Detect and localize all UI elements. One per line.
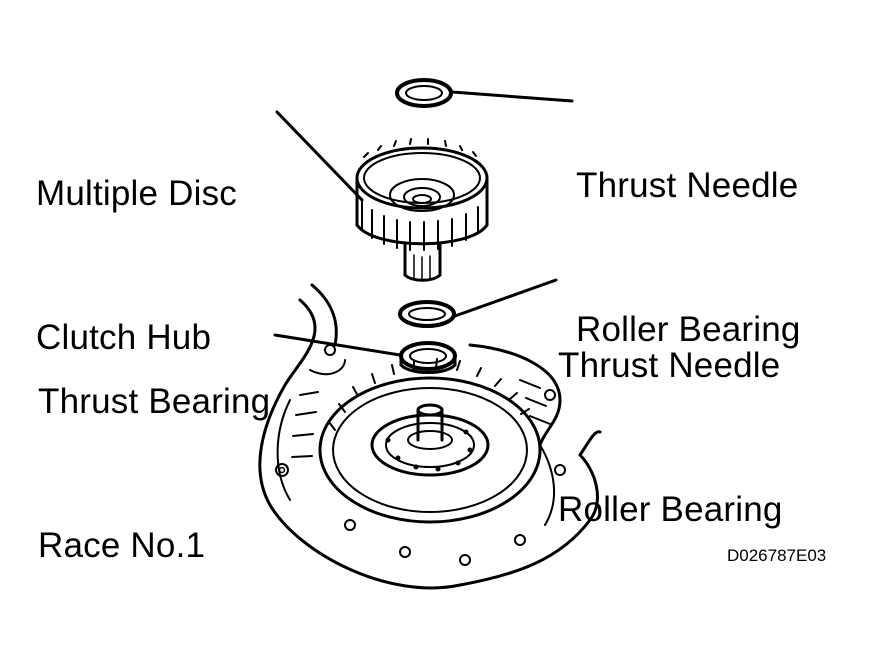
leader-line-lower-bearing	[453, 278, 558, 318]
label-lower-bearing-line2: Roller Bearing	[558, 490, 783, 529]
label-lower-bearing: Thrust Needle Roller Bearing	[558, 246, 783, 582]
label-upper-bearing: Thrust Needle Roller Bearing	[576, 66, 801, 402]
label-race: Thrust Bearing Race No.1	[38, 282, 270, 618]
lower-thrust-needle-bearing	[398, 300, 456, 328]
label-race-line1: Thrust Bearing	[38, 382, 271, 421]
clutch-hub	[355, 138, 489, 282]
label-race-line2: Race No.1	[38, 526, 206, 565]
ring-gear	[318, 358, 542, 524]
label-clutch-hub-line2: Clutch Hub	[36, 318, 212, 357]
center-shaft	[407, 403, 453, 450]
transmission-case	[258, 283, 602, 590]
figure-code: D026787E03	[727, 546, 827, 565]
label-upper-bearing-line2: Roller Bearing	[576, 310, 801, 349]
thrust-bearing-race	[399, 341, 457, 374]
carrier-plate	[370, 413, 490, 477]
label-upper-bearing-line1: Thrust Needle	[576, 166, 799, 205]
label-clutch-hub: Multiple Disc Clutch Hub	[36, 74, 237, 410]
leader-line-upper-bearing	[450, 90, 574, 103]
upper-thrust-needle-bearing	[395, 78, 453, 108]
label-lower-bearing-line1: Thrust Needle	[558, 346, 781, 385]
leader-line-race	[273, 333, 402, 357]
label-clutch-hub-line1: Multiple Disc	[36, 174, 237, 213]
leader-line-clutch-hub	[275, 110, 364, 202]
